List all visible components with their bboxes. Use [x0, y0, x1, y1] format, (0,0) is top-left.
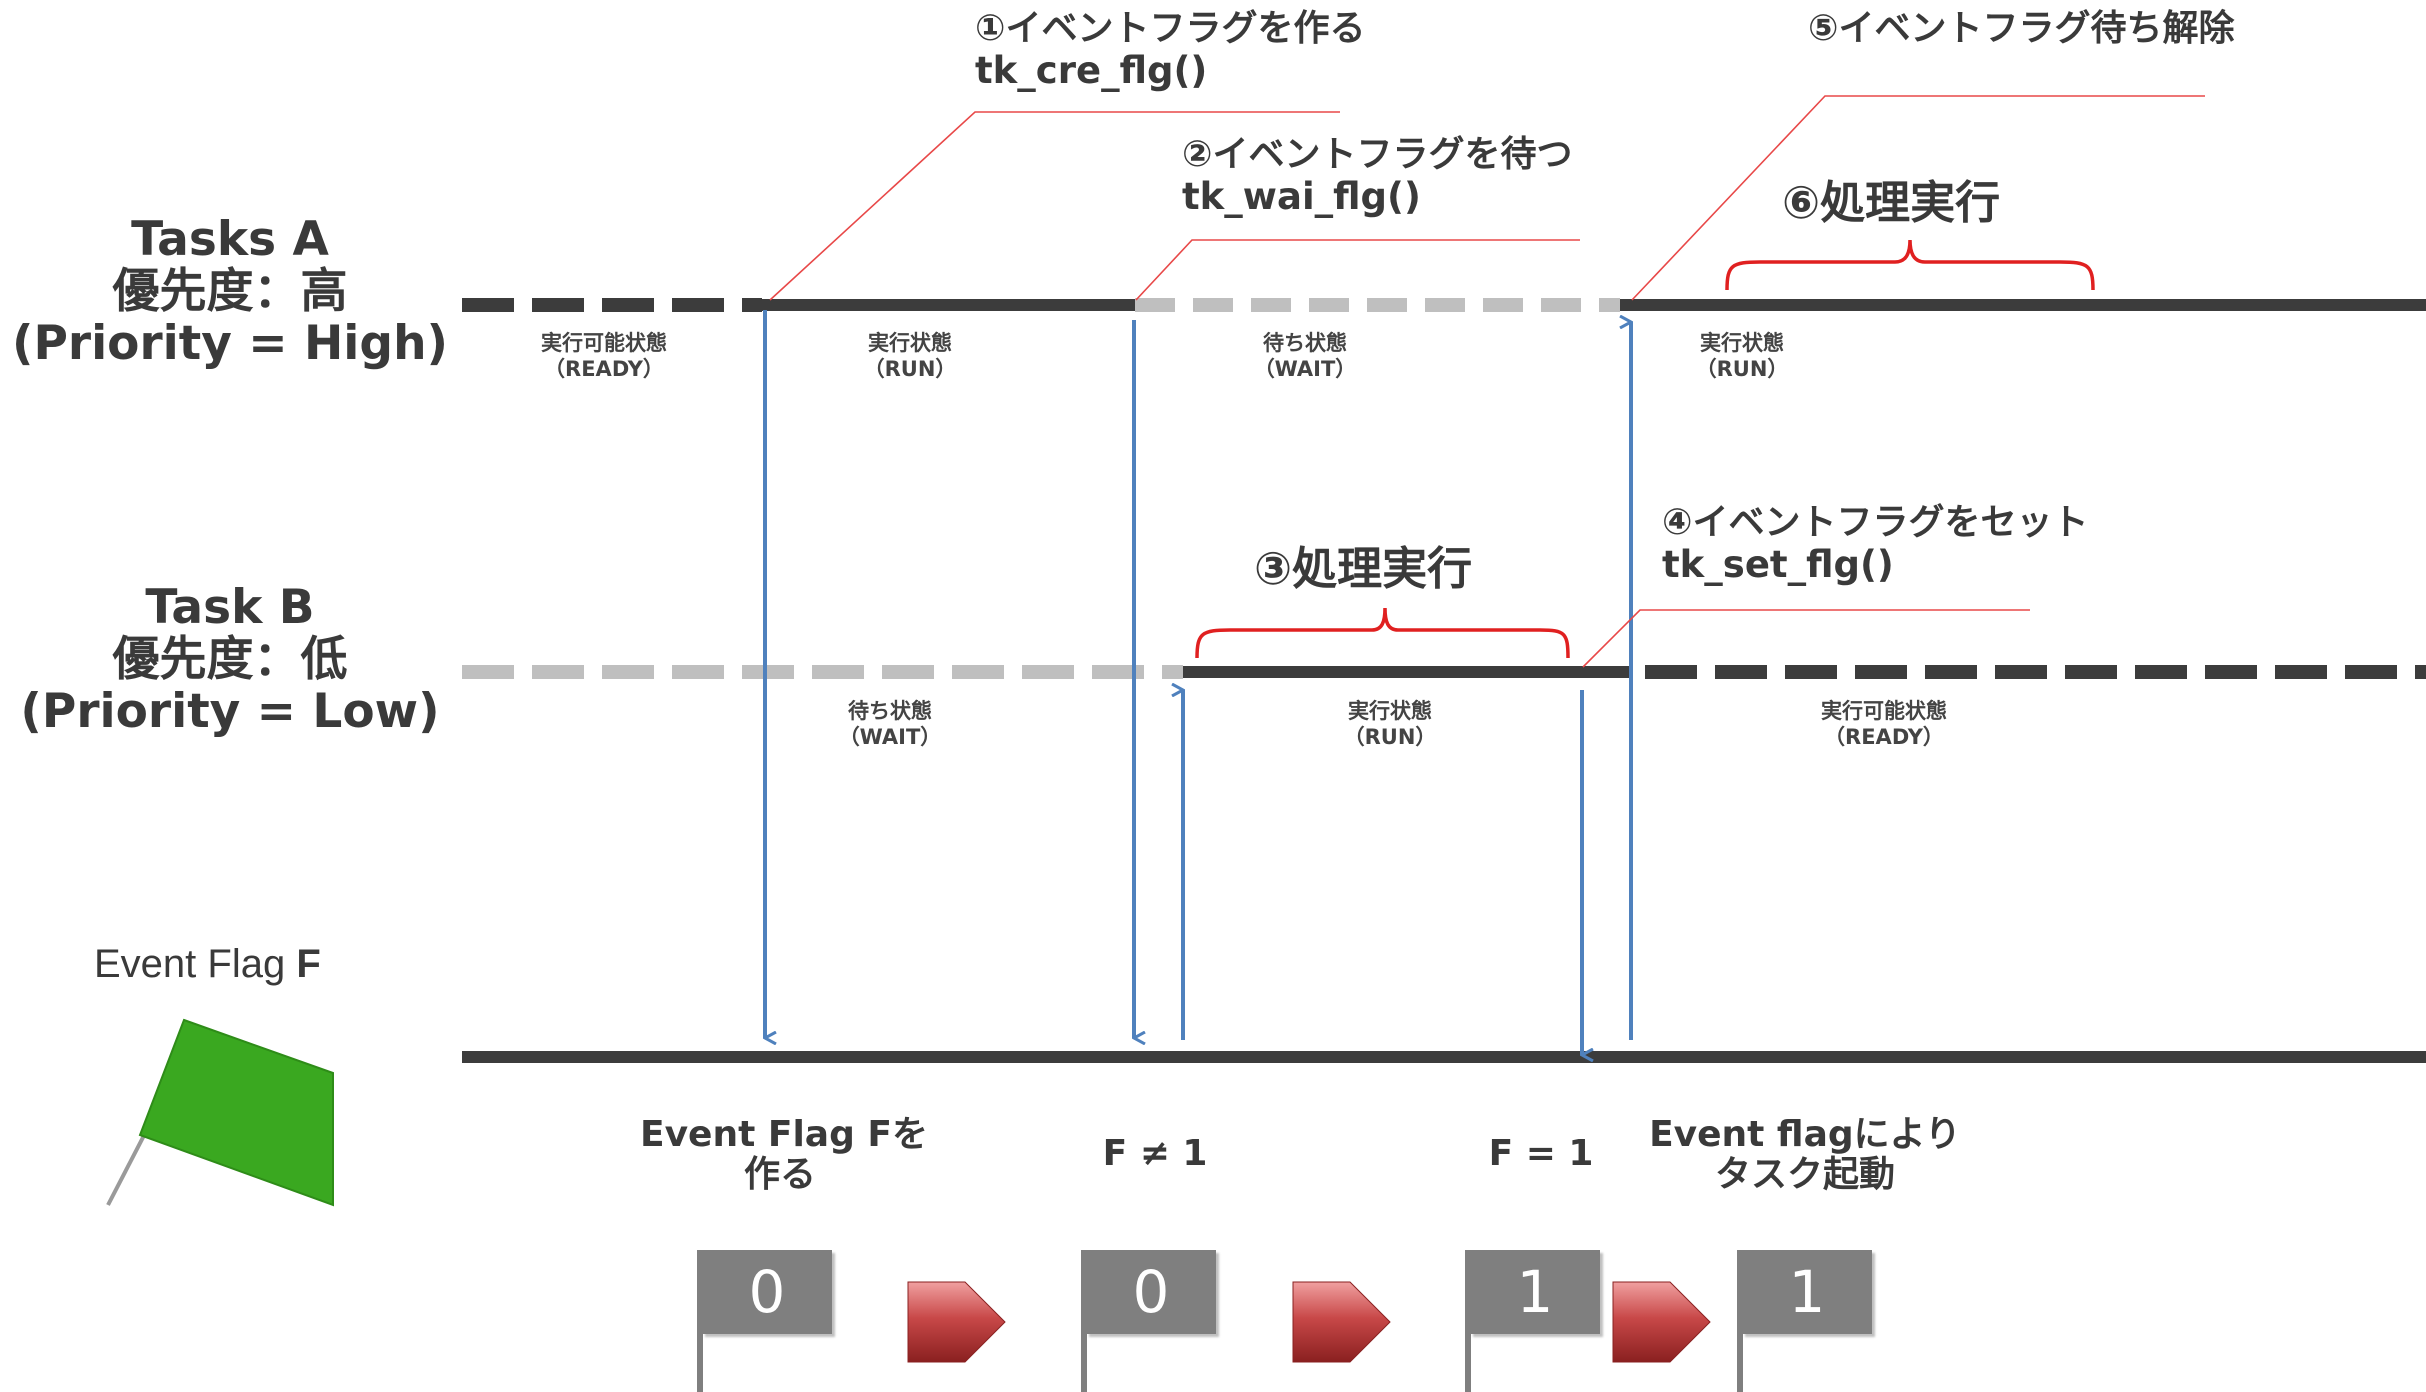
chevron-1	[907, 1281, 1006, 1363]
bottom-create-flag: Event Flag Fを 作る	[640, 1114, 928, 1195]
state-a-run2: 実行状態 （RUN）	[1612, 330, 1872, 382]
bottom-not-one: F ≠ 1	[1102, 1133, 1208, 1174]
create-line2: 作る	[743, 1154, 816, 1195]
step4-code: tk_set_flg()	[1662, 543, 1894, 586]
step2-code: tk_wai_flg()	[1182, 175, 1421, 218]
event-flag-name: F	[296, 942, 321, 986]
state-a-run: 実行状態 （RUN）	[780, 330, 1040, 382]
flag-pole-1	[697, 1250, 703, 1392]
state-b-run: 実行状態 （RUN）	[1260, 698, 1520, 750]
state-b-ready: 実行可能状態 （READY）	[1754, 698, 2014, 750]
bottom-task-wake: Event flagにより タスク起動	[1640, 1115, 1970, 1195]
state-label-jp: 実行状態	[1348, 699, 1432, 723]
state-label-en: （RUN）	[1695, 357, 1789, 381]
chevron-2	[1292, 1281, 1391, 1363]
brace-step3	[1195, 607, 1570, 659]
callout-step4	[1582, 609, 2030, 668]
annotation-step6: ⑥処理実行	[1782, 176, 2001, 229]
state-label-en: （READY）	[1824, 725, 1944, 749]
state-label-jp: 実行可能状態	[541, 331, 667, 355]
wake-line2: タスク起動	[1714, 1154, 1895, 1195]
flag-value-box-2: 0	[1086, 1250, 1216, 1334]
state-label-en: （WAIT）	[1253, 357, 1357, 381]
state-label-jp: 実行可能状態	[1821, 699, 1947, 723]
task-b-priority-jp: 優先度：低	[112, 632, 348, 687]
state-label-en: （WAIT）	[838, 725, 942, 749]
flag-value-1: 0	[748, 1258, 786, 1326]
flag-value-3: 1	[1516, 1258, 1554, 1326]
callout-step1	[769, 111, 1340, 301]
braces	[1195, 239, 2095, 659]
state-label-jp: 実行状態	[868, 331, 952, 355]
annotation-step1: ①イベントフラグを作る tk_cre_flg()	[975, 8, 1365, 92]
flag-value-box-1: 0	[702, 1250, 832, 1334]
annotation-step4: ④イベントフラグをセット tk_set_flg()	[1662, 502, 2088, 586]
state-a-ready: 実行可能状態 （READY）	[474, 330, 734, 382]
state-label-jp: 実行状態	[1700, 331, 1784, 355]
callout-step2	[1135, 239, 1580, 301]
task-a-priority-jp: 優先度：高	[112, 264, 348, 319]
state-label-en: （READY）	[544, 357, 664, 381]
state-label-jp: 待ち状態	[848, 699, 932, 723]
flag-value-box-3: 1	[1470, 1250, 1600, 1334]
chevron-3	[1612, 1281, 1711, 1363]
task-b-label: Task B 優先度：低 (Priority = Low)	[0, 582, 460, 738]
annotation-step2: ②イベントフラグを待つ tk_wai_flg()	[1182, 134, 1572, 218]
task-b-priority-en: (Priority = Low)	[20, 684, 440, 739]
state-b-wait: 待ち状態 （WAIT）	[760, 698, 1020, 750]
state-label-en: （RUN）	[863, 357, 957, 381]
flag-pole-2	[1081, 1250, 1087, 1392]
annotation-step3: ③処理実行	[1254, 542, 1473, 595]
signal-arrows	[763, 310, 1633, 1055]
task-a-name: Tasks A	[131, 212, 329, 267]
step1-code: tk_cre_flg()	[975, 49, 1208, 92]
flag-pole-3	[1465, 1250, 1471, 1392]
event-flag-text: Event Flag	[94, 942, 286, 986]
wake-line1: Event flagにより	[1649, 1114, 1961, 1155]
flag-value-4: 1	[1788, 1258, 1826, 1326]
step4-title: ④イベントフラグをセット	[1662, 502, 2089, 543]
state-a-wait: 待ち状態 （WAIT）	[1175, 330, 1435, 382]
flag-value-box-4: 1	[1742, 1250, 1872, 1334]
brace-step6	[1725, 239, 2095, 291]
create-line1: Event Flag Fを	[640, 1114, 928, 1155]
step2-title: ②イベントフラグを待つ	[1182, 134, 1573, 175]
state-label-jp: 待ち状態	[1263, 331, 1347, 355]
bottom-equals-one: F = 1	[1488, 1133, 1594, 1174]
callout-step5	[1631, 95, 2205, 301]
annotation-step5: ⑤イベントフラグ待ち解除	[1808, 8, 2234, 50]
flag-pole-4	[1737, 1250, 1743, 1392]
task-a-priority-en: (Priority = High)	[11, 316, 449, 371]
state-label-en: （RUN）	[1343, 725, 1437, 749]
event-flag-label: Event Flag F	[94, 942, 321, 987]
flag-value-2: 0	[1132, 1258, 1170, 1326]
green-flag-icon	[106, 1018, 334, 1207]
step1-title: ①イベントフラグを作る	[975, 8, 1366, 49]
step5-title: ⑤イベントフラグ待ち解除	[1808, 8, 2235, 49]
task-a-label: Tasks A 優先度：高 (Priority = High)	[0, 214, 460, 370]
callout-lines	[769, 95, 2205, 668]
flag-transition-chevrons	[907, 1281, 1711, 1363]
task-b-name: Task B	[145, 580, 315, 635]
